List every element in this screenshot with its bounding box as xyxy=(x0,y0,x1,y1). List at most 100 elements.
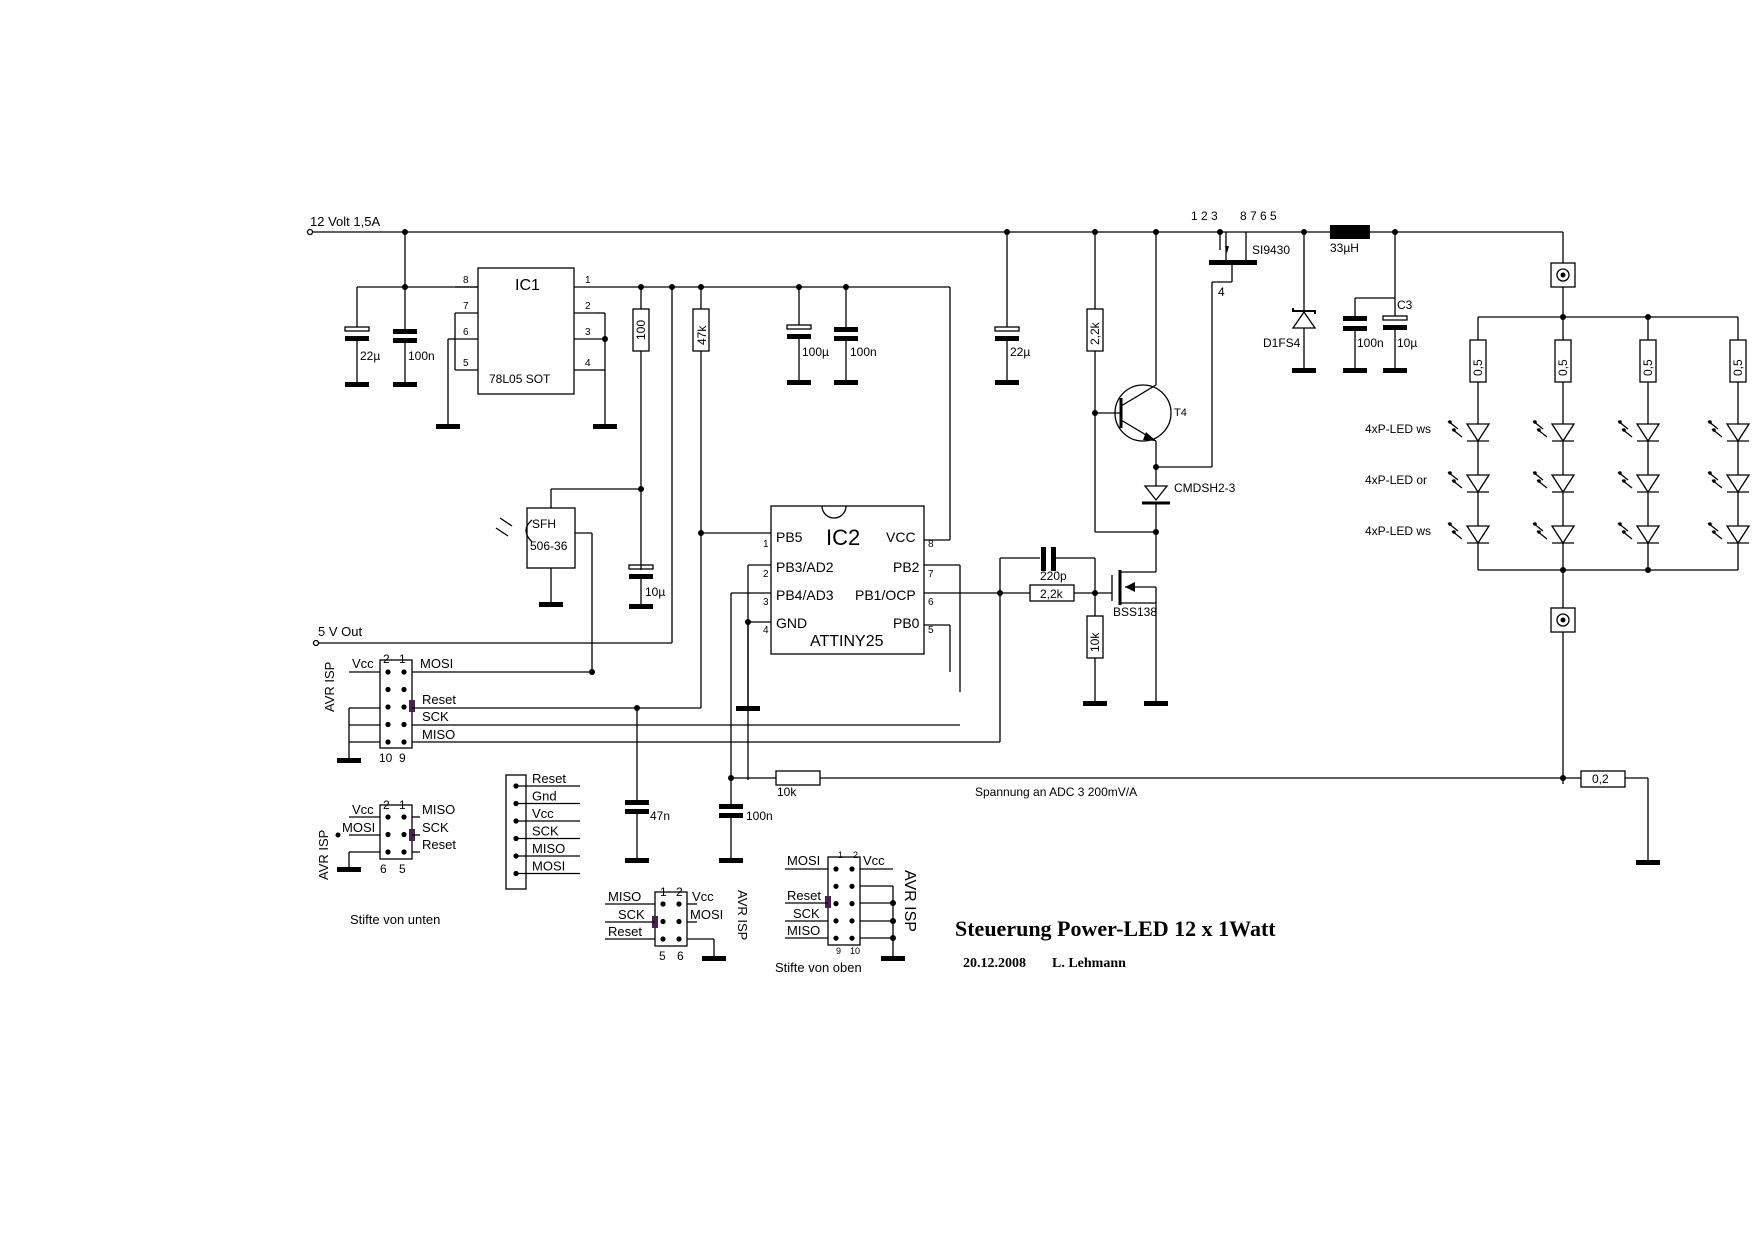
ic1-pin3: 3 xyxy=(585,327,591,338)
isp6b-sck: SCK xyxy=(422,820,449,835)
isp10s-pin1: 1 xyxy=(838,850,843,860)
isp6t-miso: MISO xyxy=(608,889,641,904)
cap-out-10u: 10µ xyxy=(1397,336,1417,350)
title-block: Steuerung Power-LED 12 x 1Watt 20.12.200… xyxy=(955,916,1276,971)
header-pin xyxy=(401,721,407,728)
ic1-pin8: 8 xyxy=(463,275,469,286)
led-light-dot xyxy=(1533,420,1537,424)
header-pin xyxy=(385,721,391,728)
led-light-dot xyxy=(1708,420,1712,424)
pmos-gate-pin: 4 xyxy=(1218,285,1225,299)
led-light-dot xyxy=(1537,530,1541,534)
isp10-miso: MISO xyxy=(422,727,455,742)
header-pin xyxy=(849,918,855,924)
led-light-dot xyxy=(1618,522,1622,526)
led-diode xyxy=(1550,474,1576,494)
ic2-pb5: PB5 xyxy=(776,529,803,545)
led-diode xyxy=(1465,474,1491,494)
header-pin xyxy=(401,686,407,693)
cap-100n-b-label: 100n xyxy=(850,345,877,359)
led-diode xyxy=(1550,525,1576,545)
led-diode xyxy=(1725,525,1751,545)
driver-stage: 220p 2,2k 10k BSS138 2,2k xyxy=(997,229,1236,742)
led-diode xyxy=(1725,474,1751,494)
isp6t-vcc: Vcc xyxy=(692,889,714,904)
led-light-dot xyxy=(1622,530,1626,534)
pmos-pins-right: 8 7 6 5 xyxy=(1240,209,1277,223)
header-pin xyxy=(833,935,839,941)
isp10-sck: SCK xyxy=(422,709,449,724)
ic2-part: ATTINY25 xyxy=(810,633,884,650)
led-diode xyxy=(1465,525,1491,545)
isp10-pin2: 2 xyxy=(383,652,390,666)
isp10s-pin10: 10 xyxy=(850,946,860,956)
cap-47n-label: 47n xyxy=(650,809,670,823)
diode-label: D1FS4 xyxy=(1263,336,1301,350)
isp10s-pins xyxy=(833,866,855,941)
isp10-title: AVR ISP xyxy=(322,662,337,712)
header-pin xyxy=(385,739,391,745)
ic1-name: IC1 xyxy=(515,277,540,294)
pmos-switch: 1 2 3 8 7 6 5 SI9430 4 xyxy=(1191,209,1290,299)
header-pin xyxy=(676,901,682,907)
isp10-mosi: MOSI xyxy=(420,656,453,671)
header-pin xyxy=(833,901,839,907)
header-pin xyxy=(849,866,855,872)
isp10-pins xyxy=(385,669,407,745)
supply-rail: 12 Volt 1,5A xyxy=(306,214,1563,236)
isp6b-title: AVR ISP xyxy=(316,830,331,880)
isp6t-pin5: 5 xyxy=(659,949,666,963)
header-pin xyxy=(676,918,682,925)
header6-label: Vcc xyxy=(532,806,554,821)
ic1-regulator: IC1 78L05 SOT 8 7 6 5 1 2 3 4 xyxy=(436,267,950,429)
header-pin xyxy=(401,704,407,710)
led-light-dot xyxy=(1712,479,1716,483)
header-pin xyxy=(401,739,407,745)
r22k-h-label: 2,2k xyxy=(1040,587,1064,601)
ic2-gnd: GND xyxy=(776,615,807,631)
led-light-dot xyxy=(1622,428,1626,432)
cap-100n-label: 100n xyxy=(408,349,435,363)
isp10s-pin2: 2 xyxy=(853,850,858,860)
led-light-dot xyxy=(1452,479,1456,483)
header-pin xyxy=(385,669,391,675)
output-filter: 33µH D1FS4 100n 10µ C3 xyxy=(1263,225,1417,373)
r-47k: 47k xyxy=(692,287,710,708)
isp6b-miso: MISO xyxy=(422,802,455,817)
ic2-name: IC2 xyxy=(826,525,860,550)
led-diode xyxy=(1465,423,1491,443)
5v-out: 5 V Out xyxy=(312,287,673,647)
ic2-pin5: 5 xyxy=(928,625,934,636)
t4-label: T4 xyxy=(1174,407,1187,419)
isp10-vcc: Vcc xyxy=(352,656,374,671)
5v-rail-nodes xyxy=(638,284,951,541)
isp10s-mosi: MOSI xyxy=(787,853,820,868)
isp6t-title: AVR ISP xyxy=(735,890,750,940)
isp6t-pins xyxy=(660,901,682,942)
isp6b-pins xyxy=(385,814,407,855)
header-pin xyxy=(660,901,666,907)
led-light-dot xyxy=(1708,471,1712,475)
led-diode xyxy=(1635,423,1661,443)
header-pin xyxy=(385,831,391,838)
header-pin xyxy=(660,918,666,925)
header-pin xyxy=(833,918,839,924)
header-pin xyxy=(401,669,407,675)
isp10s-miso: MISO xyxy=(787,923,820,938)
isp10-connector: MOSI Reset SCK MISO Vcc 2 1 10 9 AVR ISP xyxy=(322,652,1000,765)
isp10s-sck: SCK xyxy=(793,906,820,921)
cap-22u-label: 22µ xyxy=(360,349,380,363)
isp6b-pin6: 6 xyxy=(380,862,387,876)
header6-label: Gnd xyxy=(532,789,557,804)
pmos-pins-left: 1 2 3 xyxy=(1191,209,1218,223)
header-pin xyxy=(385,704,391,710)
isp6t-pin1: 1 xyxy=(660,885,667,899)
ic1-pin7: 7 xyxy=(463,301,469,312)
sensor-line1: SFH xyxy=(532,517,556,531)
isp10-pin10: 10 xyxy=(379,751,393,765)
c3-label: C3 xyxy=(1397,298,1413,312)
led-light-dot xyxy=(1537,479,1541,483)
header-pin xyxy=(849,901,855,907)
header6-label: MOSI xyxy=(532,859,565,874)
